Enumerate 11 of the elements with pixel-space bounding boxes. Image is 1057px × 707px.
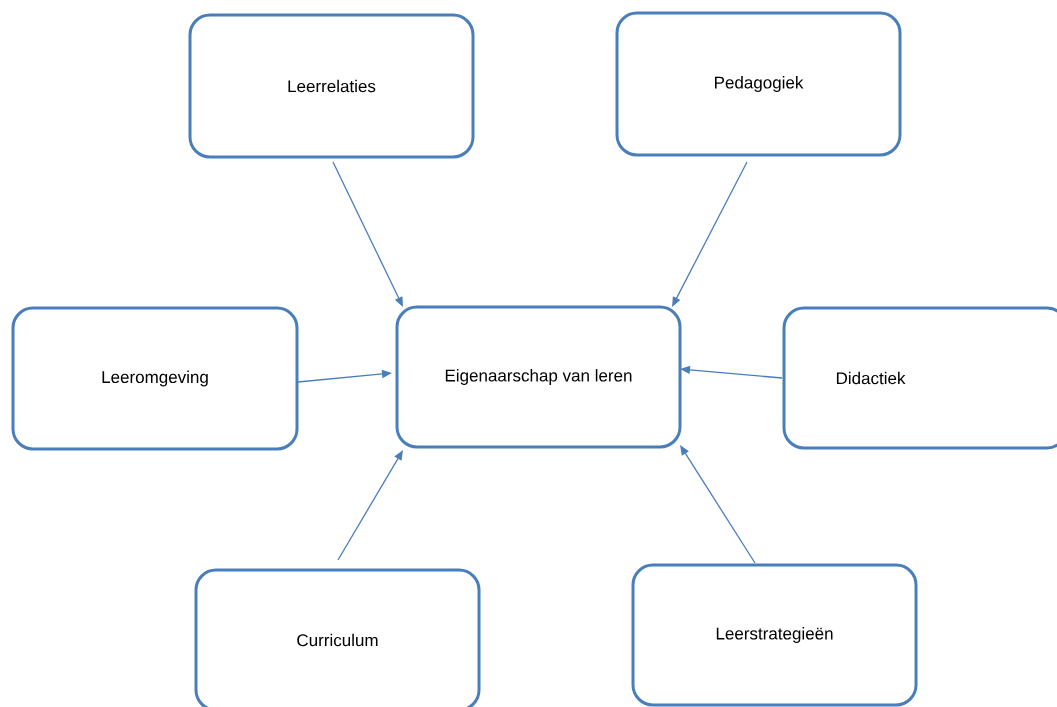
process-box: Leerstrategieën: [631, 563, 918, 707]
process-box: Didactiek: [782, 306, 1057, 450]
process-box: Pedagogiek: [615, 11, 902, 157]
arrow: [680, 445, 756, 564]
arrow: [672, 161, 748, 307]
process-box: Curriculum: [194, 568, 481, 707]
process-box: Eigenaarschap van leren: [395, 305, 682, 449]
arrow: [332, 161, 403, 307]
process-box: Leerrelaties: [188, 13, 475, 159]
arrow: [337, 450, 403, 561]
process-box: Leeromgeving: [11, 306, 299, 451]
